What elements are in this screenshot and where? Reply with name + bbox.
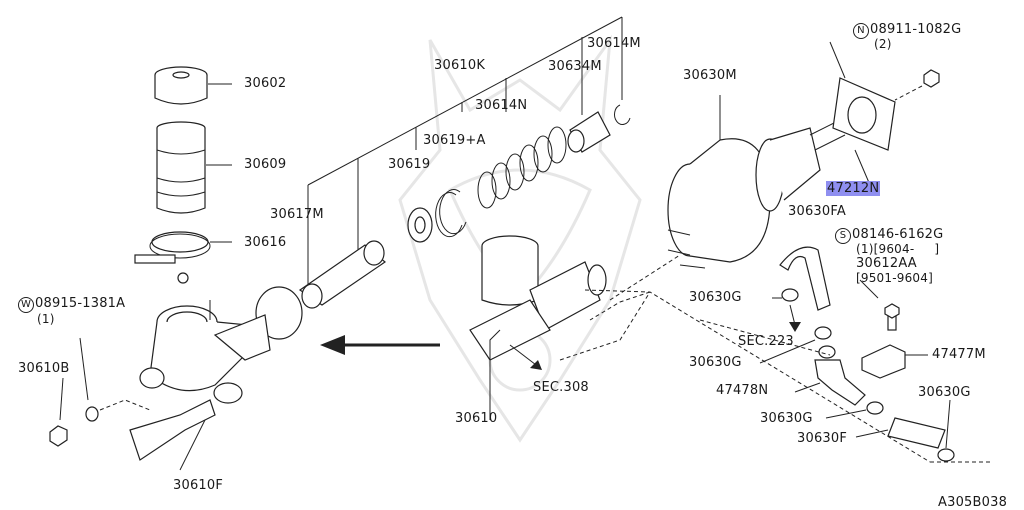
reservoir-part (156, 121, 232, 214)
label-leaders (59, 41, 846, 471)
label-30630G-b: 30630G (689, 355, 742, 370)
w-symbol-icon: W (18, 297, 34, 313)
label-30630G-d: 30630G (918, 385, 971, 400)
part-code-08146: 08146-6162G (852, 227, 944, 242)
label-47477M: 47477M (932, 347, 986, 362)
label-30617M: 30617M (270, 207, 324, 222)
direction-arrow (320, 335, 440, 355)
bracket-bolt-part (859, 279, 900, 331)
routing-dashed-lines (559, 254, 990, 463)
label-30609: 30609 (244, 157, 287, 172)
nut-part (49, 425, 68, 447)
label-30610B: 30610B (18, 361, 70, 376)
label-08146-range: (1)[9604- ] (856, 242, 940, 256)
hose-clamp-part (759, 288, 955, 462)
label-30610F: 30610F (173, 478, 224, 493)
label-47478N: 47478N (716, 383, 769, 398)
hose-part (855, 417, 946, 449)
s-symbol-icon: S (835, 228, 851, 244)
vacuum-hose-part (779, 246, 831, 311)
label-30616: 30616 (244, 235, 287, 250)
label-30630FA: 30630FA (788, 204, 846, 219)
label-47212N: 47212N (826, 181, 881, 196)
label-30630G-c: 30630G (760, 411, 813, 426)
retaining-ring-part (614, 104, 631, 125)
spring-part (477, 126, 567, 209)
brake-booster-part (667, 95, 846, 269)
snap-ring-part (435, 189, 467, 238)
label-30610K: 30610K (434, 58, 486, 73)
master-cylinder-part (469, 235, 607, 420)
part-code-08911: 08911-1082G (870, 22, 962, 37)
label-30612AA: 30612AA (856, 256, 917, 271)
booster-nut-part (894, 69, 940, 101)
reservoir-cap-part (154, 66, 232, 105)
label-30614N: 30614N (475, 98, 528, 113)
label-30630G-a: 30630G (689, 290, 742, 305)
label-30630M: 30630M (683, 68, 737, 83)
label-08915-qty: (1) (37, 312, 55, 326)
check-valve-part (794, 345, 866, 406)
label-30619A: 30619+A (423, 133, 486, 148)
label-30612AA-range: [9501-9604] (856, 271, 933, 285)
label-30619: 30619 (388, 157, 431, 172)
label-30634M: 30634M (548, 59, 602, 74)
boot-part (567, 111, 611, 153)
kit-bracket-lines (307, 16, 623, 290)
left-cylinder-assembly (129, 300, 271, 461)
label-30610: 30610 (455, 411, 498, 426)
valve-bracket-part (861, 344, 928, 379)
label-08911-qty: (2) (874, 37, 892, 51)
highlighted-part-number: 47212N (826, 181, 881, 196)
washer-part (407, 207, 433, 243)
diaphragm-part (255, 286, 303, 340)
lock-washer-part (85, 406, 99, 422)
label-30630F: 30630F (797, 431, 848, 446)
label-sec-308: SEC.308 (533, 380, 589, 395)
label-30602: 30602 (244, 76, 287, 91)
piston-part (298, 240, 386, 309)
label-30614M: 30614M (587, 36, 641, 51)
diagram-id: A305B038 (938, 495, 1008, 510)
n-symbol-icon: N (853, 23, 869, 39)
label-sec-223: SEC.223 (738, 334, 794, 349)
part-code-08915: 08915-1381A (35, 296, 126, 311)
clamp-part (134, 231, 232, 284)
gasket-part (832, 77, 896, 186)
